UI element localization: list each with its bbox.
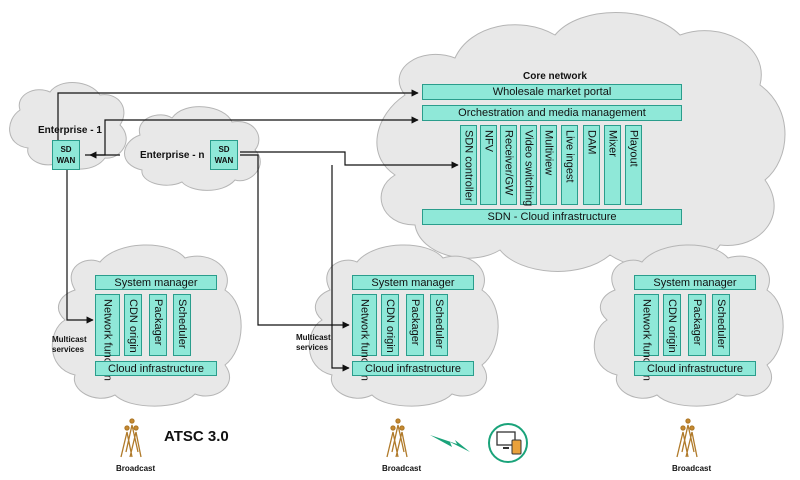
edge1-scheduler: Scheduler (173, 294, 191, 356)
edge1-packager: Packager (149, 294, 167, 356)
edge3-scheduler: Scheduler (712, 294, 730, 356)
wireless-signal-icon (430, 435, 470, 452)
wholesale-market-portal: Wholesale market portal (422, 84, 682, 100)
edge2-network-function: Network function (352, 294, 377, 381)
connector-entn-to-edge2-nf (240, 154, 350, 329)
core-network-title: Core network (523, 71, 587, 82)
enterprise-1-cloud (9, 82, 127, 170)
edge2-cloud-infrastructure: Cloud infrastructure (352, 361, 474, 376)
edge2-cdn-origin: CDN origin (381, 294, 399, 356)
broadcast-tower-icon (676, 418, 698, 458)
edge1-cdn-origin: CDN origin (124, 294, 142, 356)
edge3-packager: Packager (688, 294, 706, 356)
edge1-system-manager: System manager (95, 275, 217, 290)
core-function-playout: Playout (625, 125, 642, 205)
core-network-cloud (376, 12, 786, 272)
edge3-network-function: Network function (634, 294, 659, 381)
core-function-dam: DAM (583, 125, 600, 205)
edge2-system-manager: System manager (352, 275, 474, 290)
broadcast-label-3: Broadcast (672, 464, 712, 473)
connector-entn-to-core (240, 151, 459, 169)
edge1-network-function: Network function (95, 294, 120, 381)
edge1-cloud-infrastructure: Cloud infrastructure (95, 361, 217, 376)
connector-ent1-to-edge1 (66, 168, 94, 324)
edge-cloud-1 (51, 244, 242, 407)
broadcast-label-1: Broadcast (116, 464, 156, 473)
edge3-cloud-infrastructure: Cloud infrastructure (634, 361, 756, 376)
enterprise-n-cloud (124, 106, 261, 191)
core-function-mixer: Mixer (604, 125, 621, 205)
core-function-multiview: Multiview (540, 125, 557, 205)
orchestration-media-management: Orchestration and media management (422, 105, 682, 121)
sdn-cloud-infrastructure: SDN - Cloud infrastructure (422, 209, 682, 225)
edge2-packager: Packager (406, 294, 424, 356)
edge2-scheduler: Scheduler (430, 294, 448, 356)
devices-icon (488, 423, 528, 463)
core-function-sdn-controller: SDN controller (460, 125, 477, 205)
broadcast-label-2: Broadcast (382, 464, 422, 473)
edge3-cdn-origin: CDN origin (663, 294, 681, 356)
core-function-nfv: NFV (480, 125, 497, 205)
connector-core-to-edge2-infra (331, 165, 350, 372)
core-function-video-switching: Video switching (520, 125, 537, 206)
broadcast-tower-icon (120, 418, 142, 458)
enterprise-1-label: Enterprise - 1 (38, 125, 102, 136)
edge3-system-manager: System manager (634, 275, 756, 290)
connector-ent1-to-wholesale (57, 89, 419, 140)
core-function-live-ingest: Live ingest (561, 125, 578, 205)
enterprise-n-label: Enterprise - n (140, 150, 205, 161)
broadcast-tower-icon (386, 418, 408, 458)
core-function-receiver-gw: Receiver/GW (500, 125, 517, 205)
atsc-label: ATSC 3.0 (164, 428, 229, 445)
